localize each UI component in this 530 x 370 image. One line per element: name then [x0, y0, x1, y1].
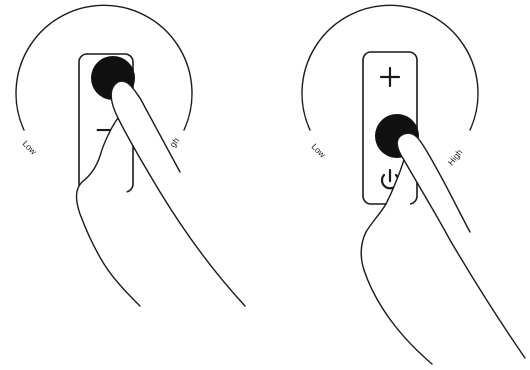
right-low-label: Low [310, 141, 329, 160]
right-high-label: High [446, 147, 465, 167]
right-control-illustration: + Low High [302, 5, 525, 364]
left-high-label: gh [168, 135, 182, 149]
left-low-label: Low [21, 138, 40, 157]
left-control-illustration: − Low gh [16, 5, 245, 306]
